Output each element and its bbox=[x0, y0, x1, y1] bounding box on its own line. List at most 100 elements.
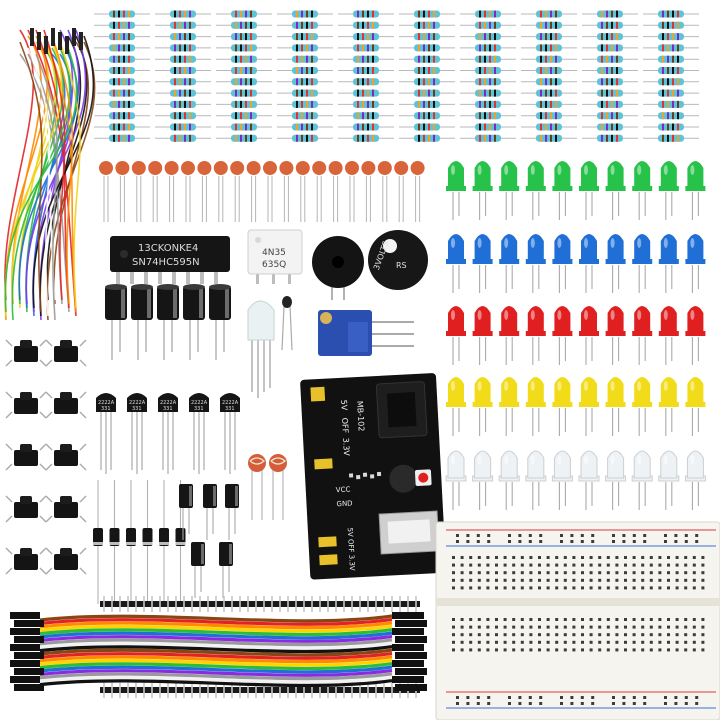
resistor-icon bbox=[521, 100, 577, 108]
breadboard-hole bbox=[495, 648, 498, 652]
dupont-connector bbox=[14, 620, 44, 627]
resistor-icon bbox=[582, 100, 638, 108]
breadboard-hole bbox=[684, 571, 688, 575]
breadboard-hole bbox=[684, 648, 688, 652]
resistor-icon bbox=[277, 44, 333, 52]
breadboard-hole bbox=[538, 578, 541, 582]
led-icon bbox=[551, 450, 573, 510]
breadboard-hole bbox=[486, 578, 490, 582]
breadboard-hole bbox=[589, 556, 593, 559]
pin-header bbox=[100, 601, 420, 607]
breadboard-hole bbox=[581, 640, 584, 644]
led-icon bbox=[658, 161, 679, 220]
rail-hole bbox=[591, 696, 595, 699]
breadboard-hole bbox=[615, 633, 619, 637]
ribbon-wire bbox=[39, 634, 393, 643]
ic-pin bbox=[186, 270, 190, 284]
breadboard-hole bbox=[658, 586, 662, 590]
breadboard-hole bbox=[546, 618, 550, 621]
rail-hole bbox=[560, 696, 563, 699]
ic-label-line2: SN74HC595N bbox=[132, 257, 200, 268]
resistor-icon bbox=[582, 21, 638, 29]
breadboard-hole bbox=[469, 633, 473, 637]
breadboard-hole bbox=[667, 618, 670, 621]
resistor-icon bbox=[338, 44, 394, 52]
breadboard-hole bbox=[658, 625, 662, 629]
breadboard-hole bbox=[675, 586, 679, 590]
resistor-icon bbox=[582, 44, 638, 52]
led-icon bbox=[605, 306, 626, 365]
breadboard-hole bbox=[520, 563, 524, 567]
resistor-icon bbox=[155, 67, 211, 74]
breadboard-hole bbox=[512, 648, 516, 652]
breadboard-hole bbox=[572, 648, 576, 652]
led-icon bbox=[658, 450, 680, 510]
psu-volt-33v: 3.3V bbox=[341, 437, 351, 456]
resistor-icon bbox=[399, 112, 455, 120]
breadboard-hole bbox=[503, 633, 507, 637]
breadboard-hole bbox=[563, 618, 567, 621]
breadboard-hole bbox=[658, 571, 662, 575]
dupont-ribbon-cable bbox=[10, 612, 427, 691]
breadboard-hole bbox=[649, 563, 653, 567]
breadboard-hole bbox=[641, 586, 645, 590]
breadboard-hole bbox=[486, 640, 490, 644]
ceramic-capacitor bbox=[279, 161, 294, 222]
breadboard-hole bbox=[486, 648, 490, 652]
breadboard-hole bbox=[452, 563, 455, 567]
jumper-wire-tip bbox=[51, 28, 55, 46]
rail-hole bbox=[622, 534, 626, 537]
rail-hole bbox=[684, 696, 688, 699]
electrolytic-capacitor bbox=[209, 284, 231, 360]
rail-hole bbox=[580, 540, 584, 543]
rail-hole bbox=[466, 696, 470, 699]
resistor-icon bbox=[460, 112, 516, 120]
breadboard-hole bbox=[684, 625, 688, 629]
breadboard-hole bbox=[512, 633, 516, 637]
resistor-icon bbox=[521, 55, 577, 63]
resistor-icon bbox=[582, 33, 638, 41]
led-icon bbox=[578, 450, 600, 510]
breadboard-hole bbox=[495, 625, 498, 629]
rail-hole bbox=[528, 696, 532, 699]
breadboard-hole bbox=[606, 586, 610, 590]
led-icon bbox=[685, 234, 706, 293]
small-electrolytic-capacitor bbox=[225, 484, 239, 540]
breadboard-hole bbox=[581, 578, 584, 582]
optocoupler-4n35: 4N35 635Q bbox=[247, 229, 303, 284]
led-icon bbox=[472, 450, 494, 510]
ic-pin bbox=[130, 270, 134, 284]
breadboard-hole bbox=[649, 648, 653, 652]
breadboard-hole bbox=[624, 578, 627, 582]
ribbon-wire bbox=[39, 658, 393, 667]
resistor-icon bbox=[460, 10, 516, 18]
small-electrolytic-capacitor bbox=[219, 542, 233, 598]
breadboard-hole bbox=[692, 618, 696, 621]
resistor-icon bbox=[277, 21, 333, 29]
breadboard-hole bbox=[538, 586, 541, 590]
tactile-switch-icon bbox=[5, 391, 47, 419]
breadboard-hole bbox=[452, 556, 455, 559]
breadboard-hole bbox=[692, 625, 696, 629]
resistor-icon bbox=[155, 10, 211, 18]
breadboard-hole bbox=[615, 625, 619, 629]
breadboard-hole bbox=[701, 625, 705, 629]
resistor-icon bbox=[94, 67, 150, 74]
dupont-connector bbox=[392, 676, 424, 683]
rail-hole bbox=[695, 702, 699, 705]
breadboard-hole bbox=[692, 633, 696, 637]
psu-header-pin bbox=[348, 473, 354, 478]
resistor-icon bbox=[399, 33, 455, 41]
ceramic-capacitor bbox=[213, 161, 228, 222]
breadboard-hole bbox=[606, 556, 610, 559]
rail-hole bbox=[643, 696, 647, 699]
resistor-icon bbox=[94, 134, 150, 142]
breadboard-hole bbox=[452, 633, 455, 637]
psu-header-pin bbox=[370, 474, 375, 479]
jumper-wire-tip bbox=[65, 36, 69, 54]
breadboard-hole bbox=[692, 586, 696, 590]
resistor-icon bbox=[338, 10, 394, 18]
